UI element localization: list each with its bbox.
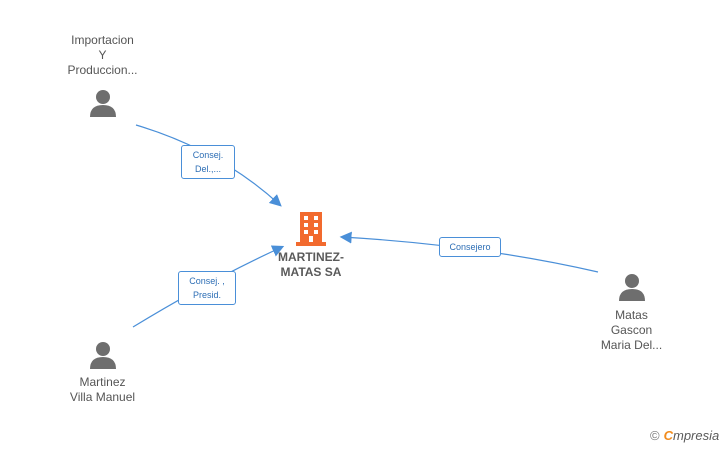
node-martinez[interactable]: Martinez Villa Manuel	[55, 340, 150, 405]
brand-initial: C	[663, 428, 673, 443]
building-icon	[296, 212, 326, 246]
person-icon	[89, 90, 116, 117]
node-matas[interactable]: Matas Gascon Maria Del...	[584, 272, 679, 353]
brand-rest: mpresia	[672, 428, 720, 443]
person-icon	[618, 274, 645, 301]
edge-label-matas: Consejero	[439, 237, 501, 257]
node-label-martinez: Martinez Villa Manuel	[69, 375, 136, 404]
footer-brand: © Cmpresia	[650, 428, 719, 443]
edge-label-importacion: Consej. Del.,...	[181, 145, 235, 179]
brand-logo: Cmpresia	[664, 428, 720, 443]
node-importacion[interactable]: Importacion Y Produccion...	[55, 33, 150, 118]
node-label-importacion: Importacion Y Produccion...	[67, 33, 138, 77]
person-icon	[89, 342, 116, 369]
copyright-symbol: ©	[650, 428, 660, 443]
node-company[interactable]: MARTINEZ- MATAS SA	[270, 212, 352, 280]
edge-label-martinez: Consej. , Presid.	[178, 271, 236, 305]
company-name: MARTINEZ- MATAS SA	[278, 250, 344, 279]
node-label-matas: Matas Gascon Maria Del...	[600, 308, 663, 352]
